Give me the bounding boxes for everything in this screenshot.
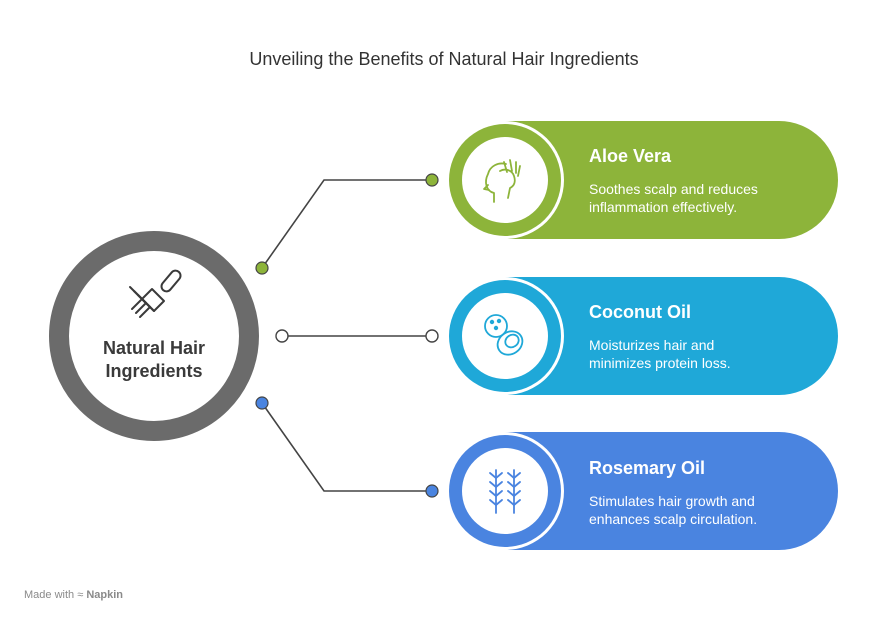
connector-dot-rosemary-hub (255, 396, 269, 410)
card-aloe-vera (446, 121, 838, 239)
page-title: Unveiling the Benefits of Natural Hair I… (249, 49, 639, 69)
card-rosemary-oil (446, 432, 838, 550)
card-coconut-oil (446, 277, 838, 395)
card-description-coconut-oil: Moisturizes hair and minimizes protein l… (589, 337, 731, 371)
card-description-rosemary-oil: Stimulates hair growth and enhances scal… (589, 493, 758, 527)
footer-made-with: Made with (24, 589, 75, 601)
footer-credit: Made with ≈ Napkin (24, 589, 123, 601)
connector-aloe-vera (261, 179, 432, 269)
hub-ring (49, 231, 259, 441)
card-title-aloe-vera: Aloe Vera (589, 146, 672, 166)
card-title-coconut-oil: Coconut Oil (589, 302, 691, 322)
connector-dot-aloe-card (425, 173, 439, 187)
napkin-logo-icon: ≈ (77, 589, 84, 601)
card-description-aloe-vera: Soothes scalp and reduces inflammation e… (589, 181, 758, 215)
hub-label: Natural Hair Ingredients (102, 338, 206, 381)
connector-dot-aloe-hub (255, 261, 269, 275)
hair-pick-comb-icon (129, 269, 182, 318)
rosemary-sprigs-icon (489, 469, 521, 514)
coconut-icon (484, 314, 524, 356)
connector-dot-coconut-hub (275, 329, 289, 343)
head-with-hand-icon (483, 159, 521, 203)
connector-dot-coconut-card (425, 329, 439, 343)
footer-brand: Napkin (86, 589, 123, 601)
connector-rosemary-oil (261, 402, 432, 492)
card-title-rosemary-oil: Rosemary Oil (589, 458, 706, 478)
connector-dot-rosemary-card (425, 484, 439, 498)
